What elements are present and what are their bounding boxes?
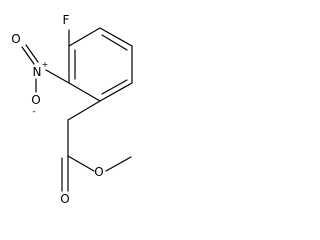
- ring-bond-c4-c5: [68, 82, 101, 102]
- bond-n-o-double-a: [21, 46, 35, 65]
- ring-bond-c1-c2: [99, 27, 133, 47]
- bond-c5-n: [45, 69, 70, 84]
- bond-carbonyl-ester-o: [67, 155, 95, 172]
- ring-bond-c6-c1: [68, 27, 101, 47]
- ring-double-bond-c1-c2: [101, 34, 128, 51]
- structure-diagram: F N + O O - O O: [11, 13, 133, 206]
- benzene-ring: [68, 27, 133, 102]
- bond-n-o-double-b: [25, 44, 39, 63]
- bond-ester-o-methyl: [105, 156, 132, 172]
- nitro-oxygen-charge: -: [32, 107, 35, 117]
- bond-c4-ch2: [67, 100, 101, 121]
- ester-oxygen-label: O: [94, 165, 103, 179]
- nitro-nitrogen-label: N: [33, 65, 42, 79]
- carbonyl-oxygen-label: O: [60, 192, 69, 206]
- nitro-oxygen-double-label: O: [11, 32, 20, 46]
- ring-double-bond-c3-c4: [101, 79, 128, 95]
- fluorine-label: F: [63, 13, 70, 27]
- nitro-oxygen-single-label: O: [31, 93, 40, 107]
- nitro-nitrogen-charge: +: [42, 60, 49, 69]
- ring-bond-c3-c4: [99, 82, 133, 102]
